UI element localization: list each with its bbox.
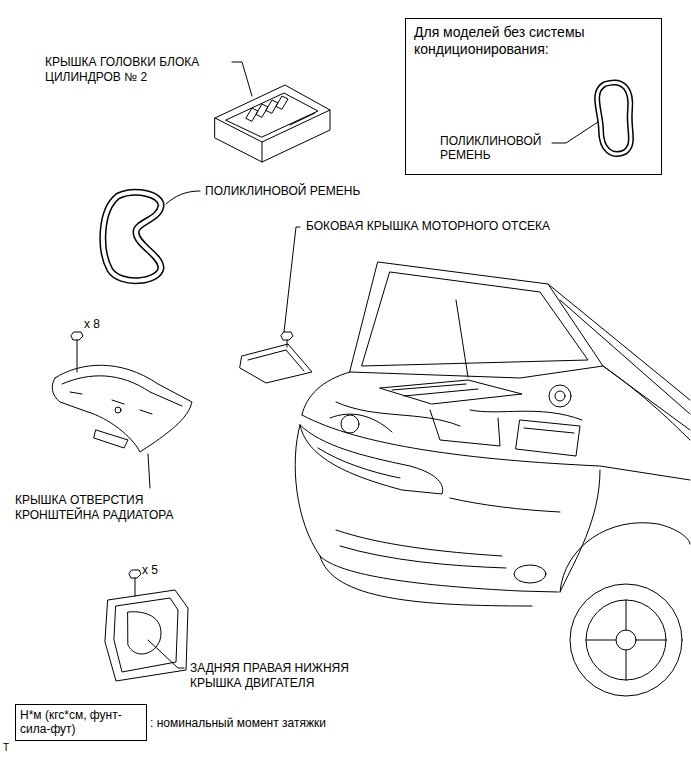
legend-box: Н*м (кгс*см, фунт-сила-фут) (15, 704, 147, 741)
part-name: КРЫШКА ОТВЕРСТИЯ КРОНШТЕЙНА РАДИАТОРА (15, 493, 215, 523)
legend-note: : номинальный момент затяжки (150, 716, 326, 731)
part-name: ЗАДНЯЯ ПРАВАЯ НИЖНЯЯ КРЫШКА ДВИГАТЕЛЯ (190, 661, 385, 691)
radiator-support-cover (52, 332, 192, 452)
leader-line (232, 62, 252, 96)
leader-line (552, 122, 598, 143)
leader-line (148, 640, 184, 668)
engine-under-cover (105, 570, 188, 681)
vehicle-front (295, 262, 690, 696)
part-name: ПОЛИКЛИНОВОЙ РЕМЕНЬ (205, 184, 360, 199)
side-cover (240, 332, 312, 383)
note-heading: Для моделей без системы кондиционировани… (414, 24, 649, 58)
note-box: Для моделей без системы кондиционировани… (405, 18, 662, 175)
quantity-label: x 5 (142, 563, 158, 578)
part-name: ПОЛИКЛИНОВОЙ РЕМЕНЬ (440, 134, 560, 163)
v-ribbed-belt (597, 82, 631, 153)
part-name: КРЫШКА ГОЛОВКИ БЛОКА ЦИЛИНДРОВ № 2 (45, 55, 225, 85)
quantity-label: x 8 (84, 317, 100, 332)
figure-code: T (3, 742, 9, 755)
leader-line (166, 191, 200, 204)
cylinder-head-cover (215, 85, 330, 162)
unit-text: Н*м (кгс*см, фунт-сила-фут) (20, 708, 142, 737)
part-name: БОКОВАЯ КРЫШКА МОТОРНОГО ОТСЕКА (306, 219, 550, 234)
leader-line (148, 454, 150, 488)
leader-line (284, 227, 300, 332)
v-ribbed-belt (103, 192, 161, 280)
